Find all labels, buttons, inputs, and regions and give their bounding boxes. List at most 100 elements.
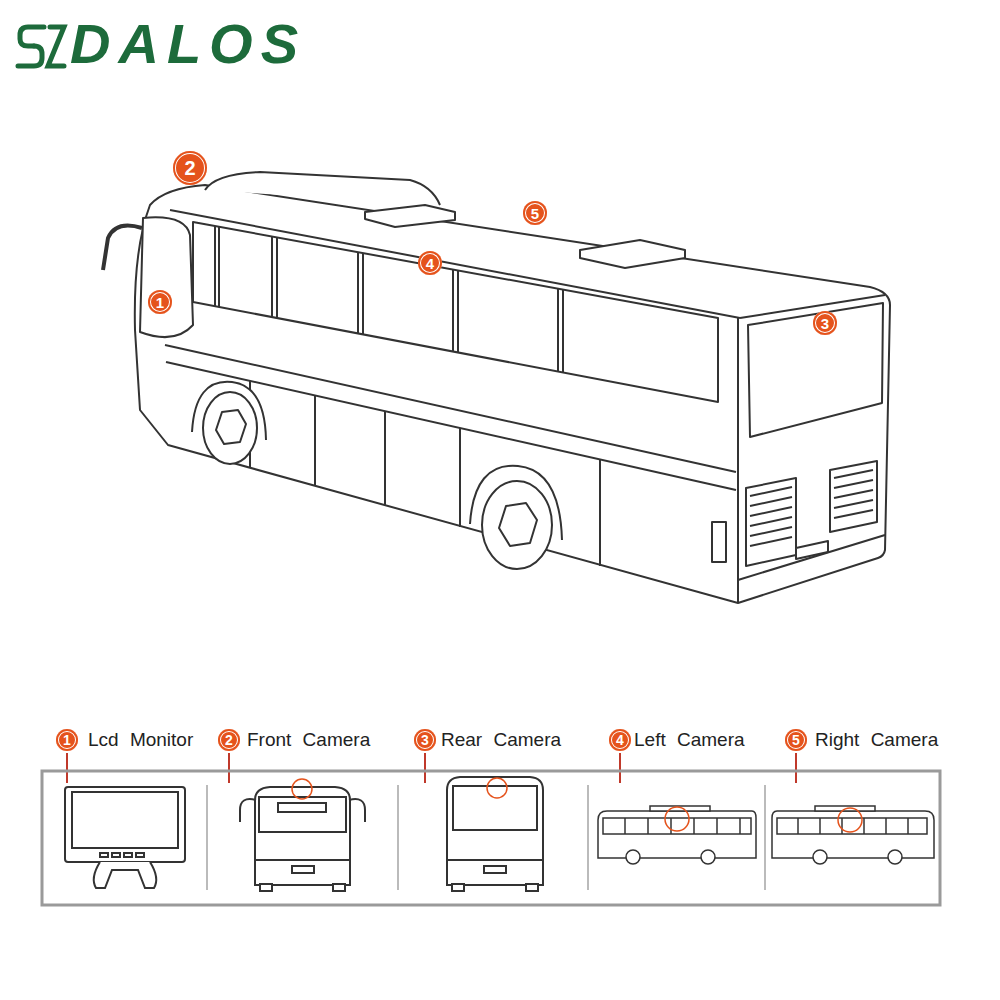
- callout-number: 1: [63, 733, 71, 747]
- callout-circle: 5: [785, 729, 807, 751]
- bus-illustration: [103, 172, 890, 603]
- part-name: Rear Camera: [441, 729, 561, 752]
- callout-number: 5: [792, 733, 800, 747]
- monitor-icon-part: [124, 853, 132, 857]
- rear-grille-part: [746, 478, 796, 566]
- window-dividers-part: [218, 227, 220, 307]
- rear-bus-icon-part: [447, 777, 543, 885]
- front-bus-icon-part: [255, 787, 350, 885]
- right-bus-icon-part: [885, 818, 887, 834]
- callout-number: 4: [616, 733, 624, 747]
- rear-bus-icon-part: [452, 884, 464, 891]
- bus-illustration-part: [737, 318, 739, 603]
- callout-circle: 1: [56, 729, 78, 751]
- roof-vent: [580, 240, 685, 268]
- window-dividers-part: [271, 237, 273, 317]
- monitor-icon-part: [136, 853, 144, 857]
- monitor-icon-part: [100, 853, 108, 857]
- left-bus-icon-part: [739, 818, 741, 834]
- callout-number: 3: [421, 733, 429, 747]
- monitor-icon-part: [72, 792, 178, 848]
- rear-grille-part: [834, 500, 873, 508]
- leader-lines-part: [424, 753, 426, 783]
- callout-number: 4: [426, 256, 434, 271]
- front-bus-icon-part: [278, 803, 326, 812]
- rear-bus-icon-part: [447, 859, 543, 861]
- front-bus-icon-part: [259, 797, 346, 832]
- leader-lines-part: [66, 753, 68, 783]
- monitor-icon-part: [65, 787, 185, 862]
- callout-circle: 3: [813, 311, 837, 335]
- front-bus-icon: [240, 779, 365, 891]
- callout-number: 3: [821, 316, 829, 331]
- front-bus-icon-part: [292, 866, 314, 873]
- right-bus-icon-part: [907, 818, 909, 834]
- parts-panel-part: [42, 771, 940, 905]
- left-bus-icon-part: [670, 818, 672, 834]
- callout-circle: 4: [418, 251, 442, 275]
- front-bus-icon-part: [349, 799, 365, 822]
- left-bus-icon-part: [693, 818, 695, 834]
- bus-illustration-part: [166, 362, 736, 490]
- monitor-icon-part: [112, 853, 120, 857]
- parts-panel-part-part: [587, 785, 589, 890]
- parts-panel-part-part: [764, 785, 766, 890]
- rear-grille-part: [750, 537, 792, 546]
- rear-grille-part: [834, 480, 873, 488]
- part-name: Left Camera: [634, 729, 745, 752]
- leader-lines-part: [795, 753, 797, 783]
- left-bus-icon-part: [626, 850, 640, 864]
- parts-panel: [42, 771, 940, 905]
- windshield: [140, 217, 193, 337]
- left-bus-icon-part: [647, 818, 649, 834]
- callout-number: 1: [156, 295, 164, 310]
- rear-grille: [746, 461, 877, 566]
- rear-grille-part: [750, 527, 792, 536]
- right-bus-icon-part: [797, 818, 799, 834]
- window-dividers-part: [457, 271, 459, 352]
- rear-wheel: [482, 481, 552, 569]
- rear-grille-part: [834, 510, 873, 518]
- callout-circle: 1: [148, 290, 172, 314]
- window-dividers-part: [362, 253, 364, 334]
- part-name: Lcd Monitor: [88, 729, 193, 752]
- window-dividers-part: [562, 290, 564, 372]
- callout-circle: 3: [414, 729, 436, 751]
- rear-window: [748, 303, 883, 437]
- side-panels-part: [314, 395, 316, 486]
- window-dividers-part: [452, 270, 454, 351]
- left-bus-icon-part: [624, 818, 626, 834]
- mirror: [103, 226, 142, 270]
- right-bus-icon-part: [888, 850, 902, 864]
- rear-bus-icon-part: [526, 884, 538, 891]
- rear-bus-icon-part: [487, 778, 507, 798]
- window-dividers-part: [357, 252, 359, 333]
- left-bus-icon-part: [701, 850, 715, 864]
- rear-grille-part: [750, 487, 792, 496]
- callout-number: 5: [531, 206, 539, 221]
- bus-body: [135, 185, 890, 603]
- roof-vent: [365, 205, 455, 227]
- callout-number: 2: [184, 158, 195, 178]
- right-bus-icon-part: [863, 818, 865, 834]
- part-name: Front Camera: [247, 729, 370, 752]
- left-bus-icon: [598, 806, 756, 864]
- front-wheel: [203, 392, 257, 464]
- leader-lines: [67, 753, 796, 783]
- window-dividers-part: [557, 289, 559, 371]
- parts-panel-part-part: [397, 785, 399, 890]
- rear-grille-part: [830, 461, 877, 532]
- left-bus-icon-part: [665, 807, 689, 831]
- front-bus-icon-part: [255, 859, 350, 861]
- parts-panel-part-part: [206, 785, 208, 890]
- side-panels-part: [384, 411, 386, 506]
- rear-bus-icon-part: [453, 786, 537, 830]
- rear-grille-part: [750, 517, 792, 526]
- rear-grille-part: [750, 497, 792, 506]
- front-bus-icon-part: [260, 884, 272, 891]
- window-dividers: [215, 226, 563, 372]
- bumper-light: [712, 522, 726, 562]
- front-bus-icon-part: [292, 779, 312, 799]
- callout-number: 2: [225, 733, 233, 747]
